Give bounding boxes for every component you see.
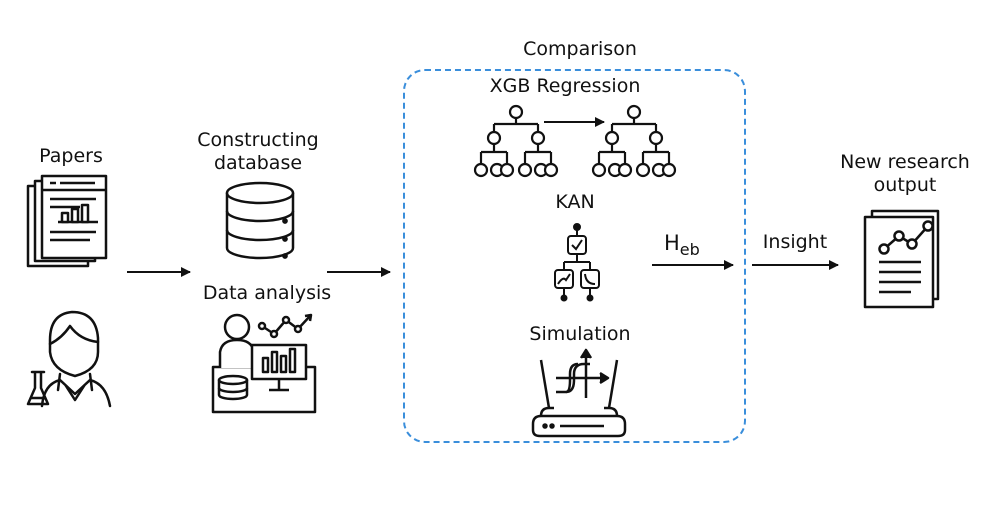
data-analysis-icon [211,313,317,414]
xgb-regression-label: XGB Regression [489,75,641,97]
heb-subscript: eb [679,240,700,259]
insight-label: Insight [762,231,828,253]
decision-tree-icon [473,104,559,178]
comparison-group-box [403,69,746,443]
papers-stack-icon [26,174,108,268]
kan-network-icon [554,223,600,302]
report-icon [863,209,940,309]
papers-label: Papers [39,145,103,167]
data-analysis-label: Data analysis [202,282,332,304]
new-research-output-label: New research output [840,151,970,196]
comparison-label: Comparison [523,38,637,60]
researcher-icon [26,310,112,408]
simulation-label: Simulation [529,323,631,345]
decision-tree-icon-2 [591,104,677,178]
database-icon [225,181,295,260]
simulation-icon [531,348,627,438]
constructing-database-label: Constructing database [197,129,319,174]
kan-label: KAN [555,191,595,213]
heb-label: Heb [664,232,724,261]
heb-main: H [664,231,680,255]
